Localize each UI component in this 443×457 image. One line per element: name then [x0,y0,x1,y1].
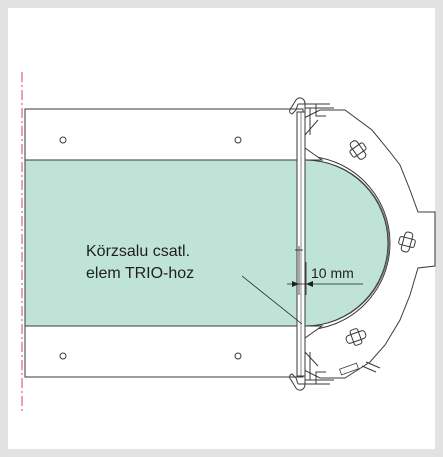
dimension-arrow-right [306,281,313,287]
wedge-clamp [398,231,416,253]
wedge-clamp [349,140,367,160]
bottom-hook-clamp-bar [304,351,334,381]
connector-block-top [304,147,324,161]
tie-hole [234,352,242,360]
circular-formwork-skin [302,155,391,331]
callout-label-line1: Körzsalu csatl. [86,243,190,260]
dimension-label: 10 mm [311,265,354,281]
connector-block-bottom [304,325,324,339]
anchor-stub [361,361,381,373]
top-formwork-board [24,108,304,161]
wedge-clamp [345,328,367,346]
tie-hole [59,352,67,360]
bottom-formwork-board [24,325,304,378]
circular-formwork-skin-inner [305,159,390,327]
callout-label-line2: elem TRIO-hoz [86,265,194,282]
top-hook-clamp-bar [304,107,334,136]
dimension-arrow-left [292,281,299,287]
spacer-block [339,362,359,376]
callout-leader-line [241,275,303,325]
tie-hole [234,136,242,144]
concrete-slab [24,159,389,327]
tie-hole [59,136,67,144]
